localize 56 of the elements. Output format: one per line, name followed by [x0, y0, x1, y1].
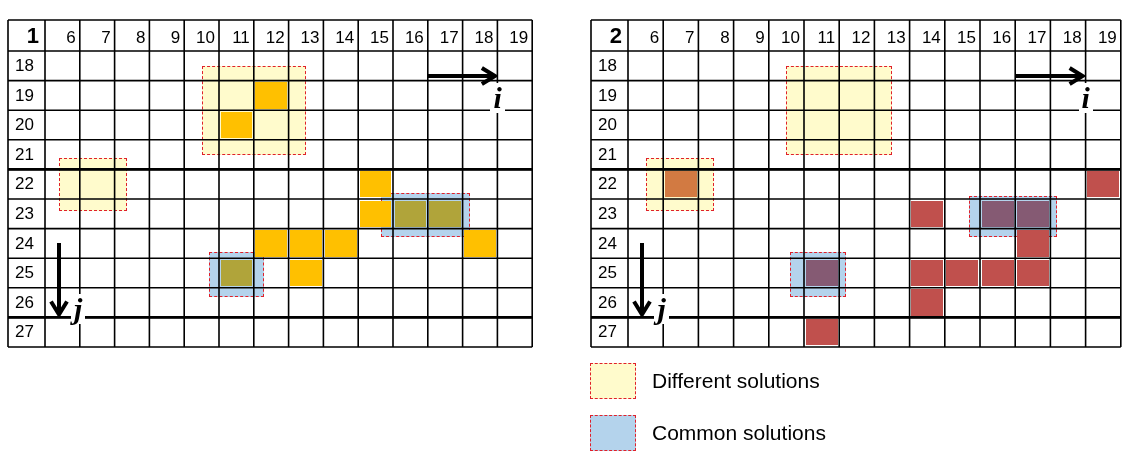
row-number: 26: [15, 293, 34, 311]
panel-number: 2: [609, 25, 622, 47]
column-number: 16: [404, 29, 424, 46]
row-number: 18: [598, 57, 617, 74]
column-number: 13: [886, 29, 906, 46]
row-number: 26: [598, 293, 617, 311]
panel-number: 1: [26, 25, 39, 47]
column-number: 12: [265, 29, 285, 46]
column-number: 15: [370, 29, 389, 46]
row-number: 19: [15, 86, 34, 104]
row-number: 21: [15, 145, 34, 163]
row-number: 25: [598, 264, 617, 282]
column-number: 17: [1027, 29, 1047, 46]
axis-label: i: [490, 82, 505, 113]
row-number: 18: [15, 57, 34, 74]
column-number: 18: [1062, 29, 1082, 46]
column-number: 19: [509, 29, 529, 46]
column-number: 9: [755, 29, 765, 46]
row-number: 22: [598, 175, 617, 193]
column-number: 7: [101, 29, 111, 46]
column-number: 14: [335, 29, 355, 46]
column-number: 8: [135, 29, 146, 46]
column-number: 15: [957, 29, 976, 46]
row-number: 23: [15, 205, 34, 222]
row-number: 21: [598, 145, 617, 163]
column-number: 8: [720, 29, 730, 46]
column-number: 11: [817, 29, 836, 46]
row-number: 23: [598, 205, 617, 222]
row-number: 19: [598, 86, 617, 104]
column-number: 11: [232, 29, 250, 46]
axis-label: j: [654, 293, 669, 324]
column-number: 17: [439, 29, 459, 46]
row-number: 27: [15, 323, 34, 341]
row-number: 22: [15, 175, 34, 193]
column-number: 10: [196, 29, 215, 46]
legend-label: Different solutions: [652, 369, 820, 393]
legend-label: Common solutions: [652, 421, 826, 445]
row-number: 25: [15, 264, 34, 282]
row-number: 27: [598, 323, 617, 341]
column-number: 6: [66, 29, 76, 46]
axis-label: i: [1078, 82, 1093, 113]
column-number: 19: [1097, 29, 1117, 46]
row-number: 20: [598, 116, 617, 134]
row-number: 24: [598, 234, 617, 252]
row-number: 20: [15, 116, 34, 134]
column-number: 10: [781, 29, 800, 46]
column-number: 9: [170, 29, 181, 46]
column-number: 18: [474, 29, 494, 46]
column-number: 14: [921, 29, 941, 46]
axis-label: j: [71, 293, 86, 324]
column-number: 6: [649, 29, 660, 46]
column-number: 7: [684, 29, 695, 46]
column-number: 13: [300, 29, 320, 46]
column-number: 16: [992, 29, 1012, 46]
row-number: 24: [15, 234, 34, 252]
column-number: 12: [851, 29, 871, 46]
